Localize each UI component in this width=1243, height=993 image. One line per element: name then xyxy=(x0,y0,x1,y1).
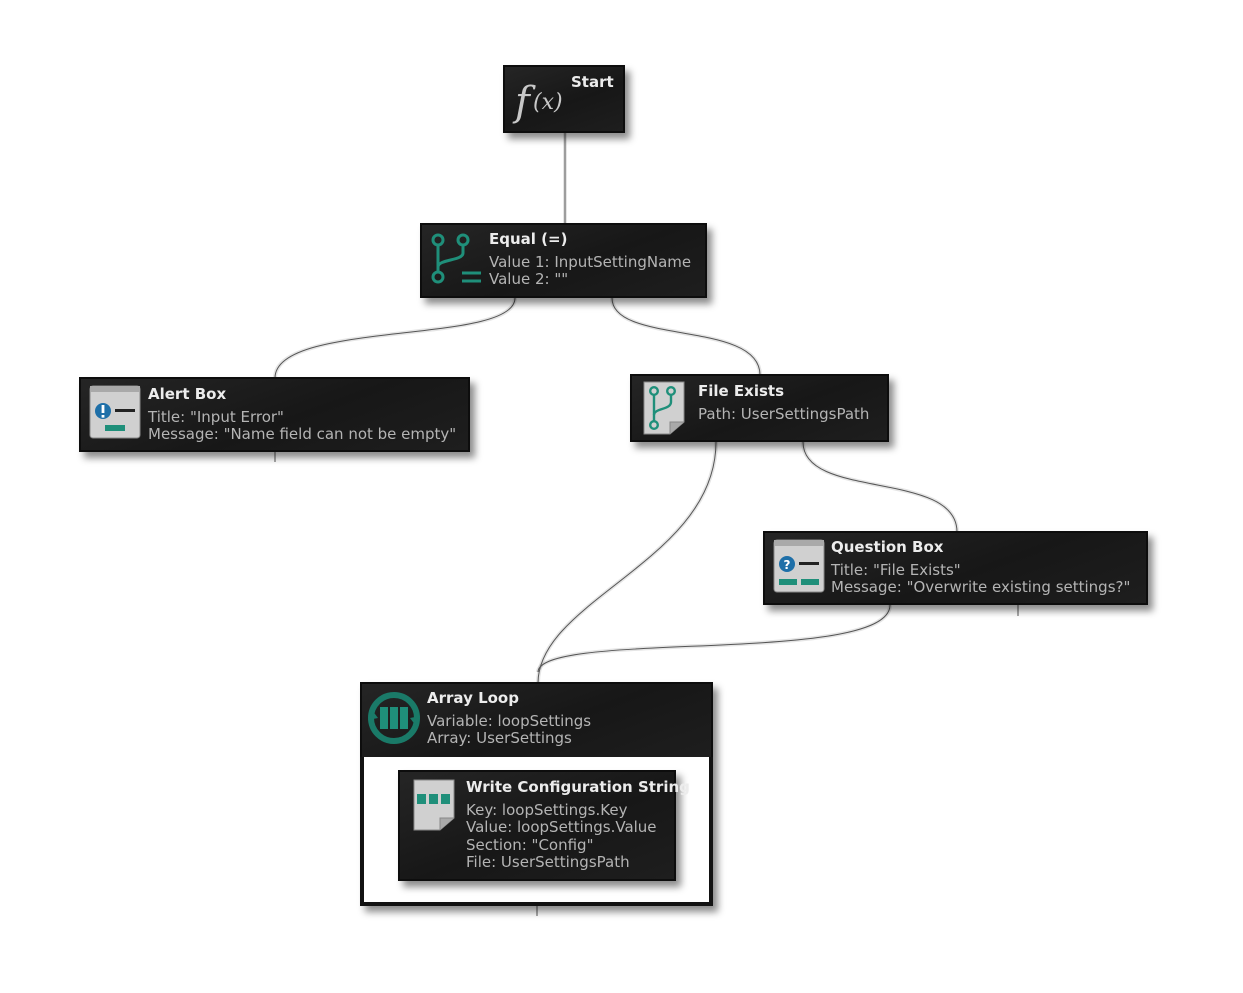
equal-value-2: Value 2: "" xyxy=(489,270,569,288)
config-file-icon xyxy=(412,778,456,832)
array-loop-title: Array Loop xyxy=(427,689,519,707)
svg-text:(x): (x) xyxy=(533,90,563,115)
function-icon: f (x) xyxy=(511,71,569,129)
write-config-node[interactable]: Write Configuration String Key: loopSett… xyxy=(398,770,690,881)
write-config-section: Section: "Config" xyxy=(466,836,594,854)
question-box-title: Question Box xyxy=(831,538,944,556)
branch-equal-icon xyxy=(426,229,484,289)
alert-box-message-line: Message: "Name field can not be empty" xyxy=(148,425,457,443)
write-config-key: Key: loopSettings.Key xyxy=(466,801,628,819)
array-loop-node[interactable]: Array Loop Variable: loopSettings Array:… xyxy=(360,682,713,757)
equal-value-1: Value 1: InputSettingName xyxy=(489,253,692,271)
question-dialog-icon: ? xyxy=(773,539,825,593)
question-box-node[interactable]: ? Question Box Title: "File Exists" Mess… xyxy=(763,531,1148,605)
alert-box-title: Alert Box xyxy=(148,385,227,403)
file-exists-title: File Exists xyxy=(698,382,785,400)
alert-box-node[interactable]: Alert Box Title: "Input Error" Message: … xyxy=(79,377,470,452)
file-exists-node[interactable]: File Exists Path: UserSettingsPath xyxy=(630,374,889,442)
wire-equal-to-alert xyxy=(274,297,516,379)
wire-file-exists-to-question xyxy=(802,441,958,533)
svg-text:?: ? xyxy=(784,558,791,572)
array-loop-array: Array: UserSettings xyxy=(427,729,572,747)
write-config-file: File: UserSettingsPath xyxy=(466,853,630,871)
file-branch-icon xyxy=(642,380,686,436)
file-exists-path: Path: UserSettingsPath xyxy=(698,405,870,423)
array-loop-variable: Variable: loopSettings xyxy=(427,712,592,730)
write-config-value: Value: loopSettings.Value xyxy=(466,818,657,836)
alert-box-title-line: Title: "Input Error" xyxy=(148,408,284,426)
wire-question-to-loop xyxy=(537,604,891,673)
alert-dialog-icon xyxy=(89,385,141,439)
wire-file-exists-to-loop xyxy=(537,441,717,684)
equal-title: Equal (=) xyxy=(489,230,568,248)
write-config-title: Write Configuration String xyxy=(466,778,690,796)
start-node[interactable]: f (x) Start xyxy=(503,65,625,133)
equal-node[interactable]: Equal (=) Value 1: InputSettingName Valu… xyxy=(420,223,707,298)
loop-icon xyxy=(366,690,422,746)
wire-equal-to-file-exists xyxy=(611,297,761,376)
start-title: Start xyxy=(571,73,614,91)
question-box-title-line: Title: "File Exists" xyxy=(831,561,961,579)
question-box-message-line: Message: "Overwrite existing settings?" xyxy=(831,578,1131,596)
